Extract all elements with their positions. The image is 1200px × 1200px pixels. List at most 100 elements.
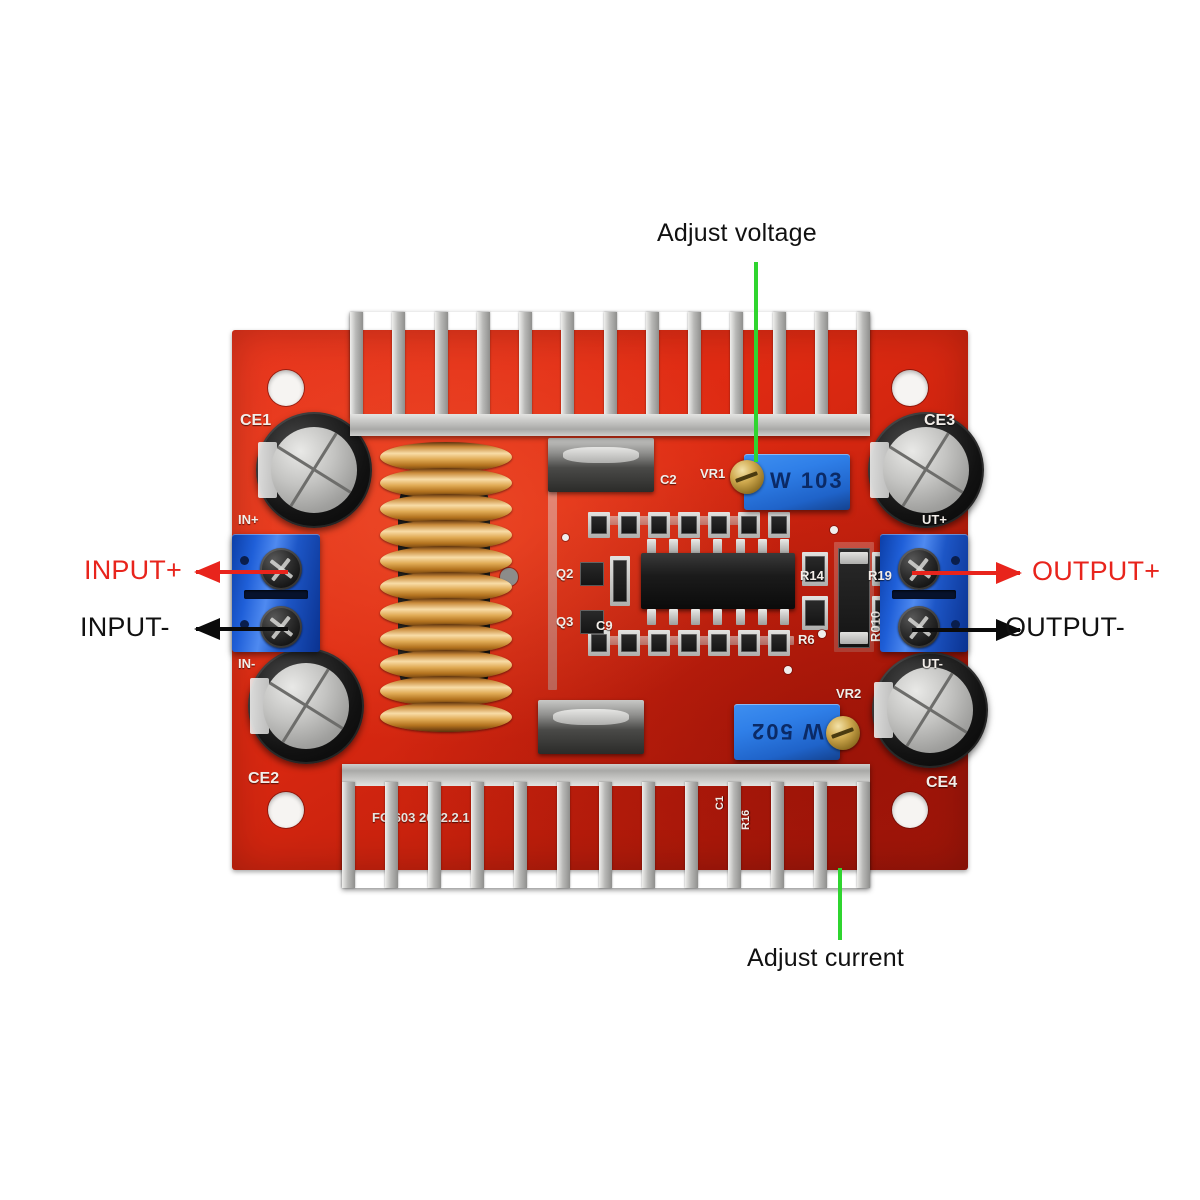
- ic-pin: [691, 539, 701, 555]
- silk-ce3: CE3: [924, 412, 956, 429]
- smd-pad: [840, 552, 868, 564]
- silk-out-minus: UT-: [922, 656, 943, 671]
- arrow-input-minus: [194, 618, 288, 640]
- output-terminal-block[interactable]: [880, 534, 968, 652]
- heatsink-fin: [513, 782, 527, 888]
- smd-resistor: [741, 634, 757, 652]
- ic-pins-bottom: [647, 609, 789, 625]
- heatsink-fin: [813, 782, 827, 888]
- heatsink-fin: [814, 312, 828, 418]
- heatsink-fin: [392, 312, 406, 418]
- silk-ce1: CE1: [240, 412, 272, 429]
- heatsink-fin: [342, 782, 355, 888]
- output-plus-screw-terminal[interactable]: [898, 548, 940, 590]
- ic-pin: [647, 609, 656, 625]
- ic-pins-top: [647, 539, 789, 555]
- silk-in-plus: IN+: [238, 512, 259, 527]
- current-adjust-screw[interactable]: [826, 716, 860, 750]
- inductor-winding: [380, 624, 512, 654]
- silk-r19: R19: [868, 568, 892, 583]
- smd-resistor-r6: [805, 600, 825, 626]
- heatsink-bottom: [342, 764, 870, 888]
- arrow-output-minus: [912, 619, 1022, 641]
- silk-r6: R6: [798, 632, 815, 647]
- output-minus-screw-terminal[interactable]: [898, 606, 940, 648]
- ic-pin: [757, 609, 767, 625]
- pot-current-marking: W 502: [750, 719, 824, 744]
- heatsink-fin: [599, 782, 613, 888]
- smd-resistor: [711, 516, 727, 534]
- smd-resistor: [591, 516, 607, 534]
- heatsink-fin: [771, 782, 785, 888]
- inductor-winding: [380, 572, 512, 602]
- silk-ce2: CE2: [248, 770, 280, 787]
- ic-pin: [779, 609, 789, 625]
- label-adjust-current: Adjust current: [747, 944, 905, 972]
- ic-pin: [713, 539, 723, 555]
- smd-resistor: [591, 634, 607, 652]
- heatsink-fin: [772, 312, 786, 418]
- via: [830, 526, 838, 534]
- silk-ce4: CE4: [926, 774, 958, 791]
- label-input-minus: INPUT-: [80, 612, 170, 642]
- controller-ic: [641, 553, 795, 609]
- potentiometer-current-vr2[interactable]: W 502: [734, 704, 840, 760]
- inductor-winding: [380, 442, 512, 472]
- heatsink-top-fins: [350, 312, 870, 418]
- label-output-plus: OUTPUT+: [1032, 556, 1161, 586]
- silk-r14: R14: [800, 568, 824, 583]
- ic-pin: [779, 539, 789, 555]
- heatsink-fin: [350, 312, 363, 418]
- via: [784, 666, 792, 674]
- power-package-bottom: [538, 700, 644, 754]
- via: [818, 630, 826, 638]
- heatsink-fin: [642, 782, 656, 888]
- heatsink-fin: [728, 782, 742, 888]
- arrow-output-plus: [912, 562, 1022, 584]
- smd-resistor: [681, 516, 697, 534]
- smd-resistor: [741, 516, 757, 534]
- ic-pin: [735, 539, 745, 555]
- capacitor-ce3: [868, 412, 984, 528]
- heatsink-fin: [685, 782, 699, 888]
- ic-pin: [691, 609, 701, 625]
- heatsink-fin: [556, 782, 570, 888]
- capacitor-ce4: [872, 652, 988, 768]
- inductor-winding: [380, 468, 512, 498]
- smd-resistor: [711, 634, 727, 652]
- silk-c2: C2: [660, 472, 677, 487]
- inductor-winding: [380, 702, 512, 732]
- label-output-minus: OUTPUT-: [1005, 612, 1125, 642]
- sense-resistor-r010: [838, 548, 870, 648]
- voltage-adjust-screw[interactable]: [730, 460, 764, 494]
- label-adjust-voltage: Adjust voltage: [657, 219, 817, 247]
- silk-q2: Q2: [556, 566, 574, 581]
- inductor-winding: [380, 494, 512, 524]
- heatsink-fin: [561, 312, 575, 418]
- smd-resistor: [651, 634, 667, 652]
- capacitor-ce2: [248, 648, 364, 764]
- ic-pin: [713, 609, 723, 625]
- mounting-hole-top-left: [268, 370, 304, 406]
- heatsink-bottom-base: [342, 764, 870, 786]
- ic-pin: [669, 539, 679, 555]
- inductor-winding: [380, 520, 512, 550]
- input-terminal-block[interactable]: [232, 534, 320, 652]
- heatsink-fin: [519, 312, 532, 418]
- silk-vr1: VR1: [700, 466, 726, 481]
- copper-trace: [548, 480, 557, 690]
- mounting-hole-bottom-right: [892, 792, 928, 828]
- heatsink-top: [350, 312, 870, 436]
- transistor-q2: [580, 562, 604, 586]
- heatsink-fin: [434, 312, 448, 418]
- heatsink-fin: [384, 782, 398, 888]
- inductor-winding: [380, 598, 512, 628]
- heatsink-fin: [857, 312, 870, 418]
- input-plus-screw-terminal[interactable]: [260, 548, 302, 590]
- smd-resistor: [621, 634, 637, 652]
- smd-resistor: [621, 516, 637, 534]
- silk-vr2: VR2: [836, 686, 862, 701]
- arrow-input-plus: [194, 561, 288, 583]
- transistor-q3: [580, 610, 604, 634]
